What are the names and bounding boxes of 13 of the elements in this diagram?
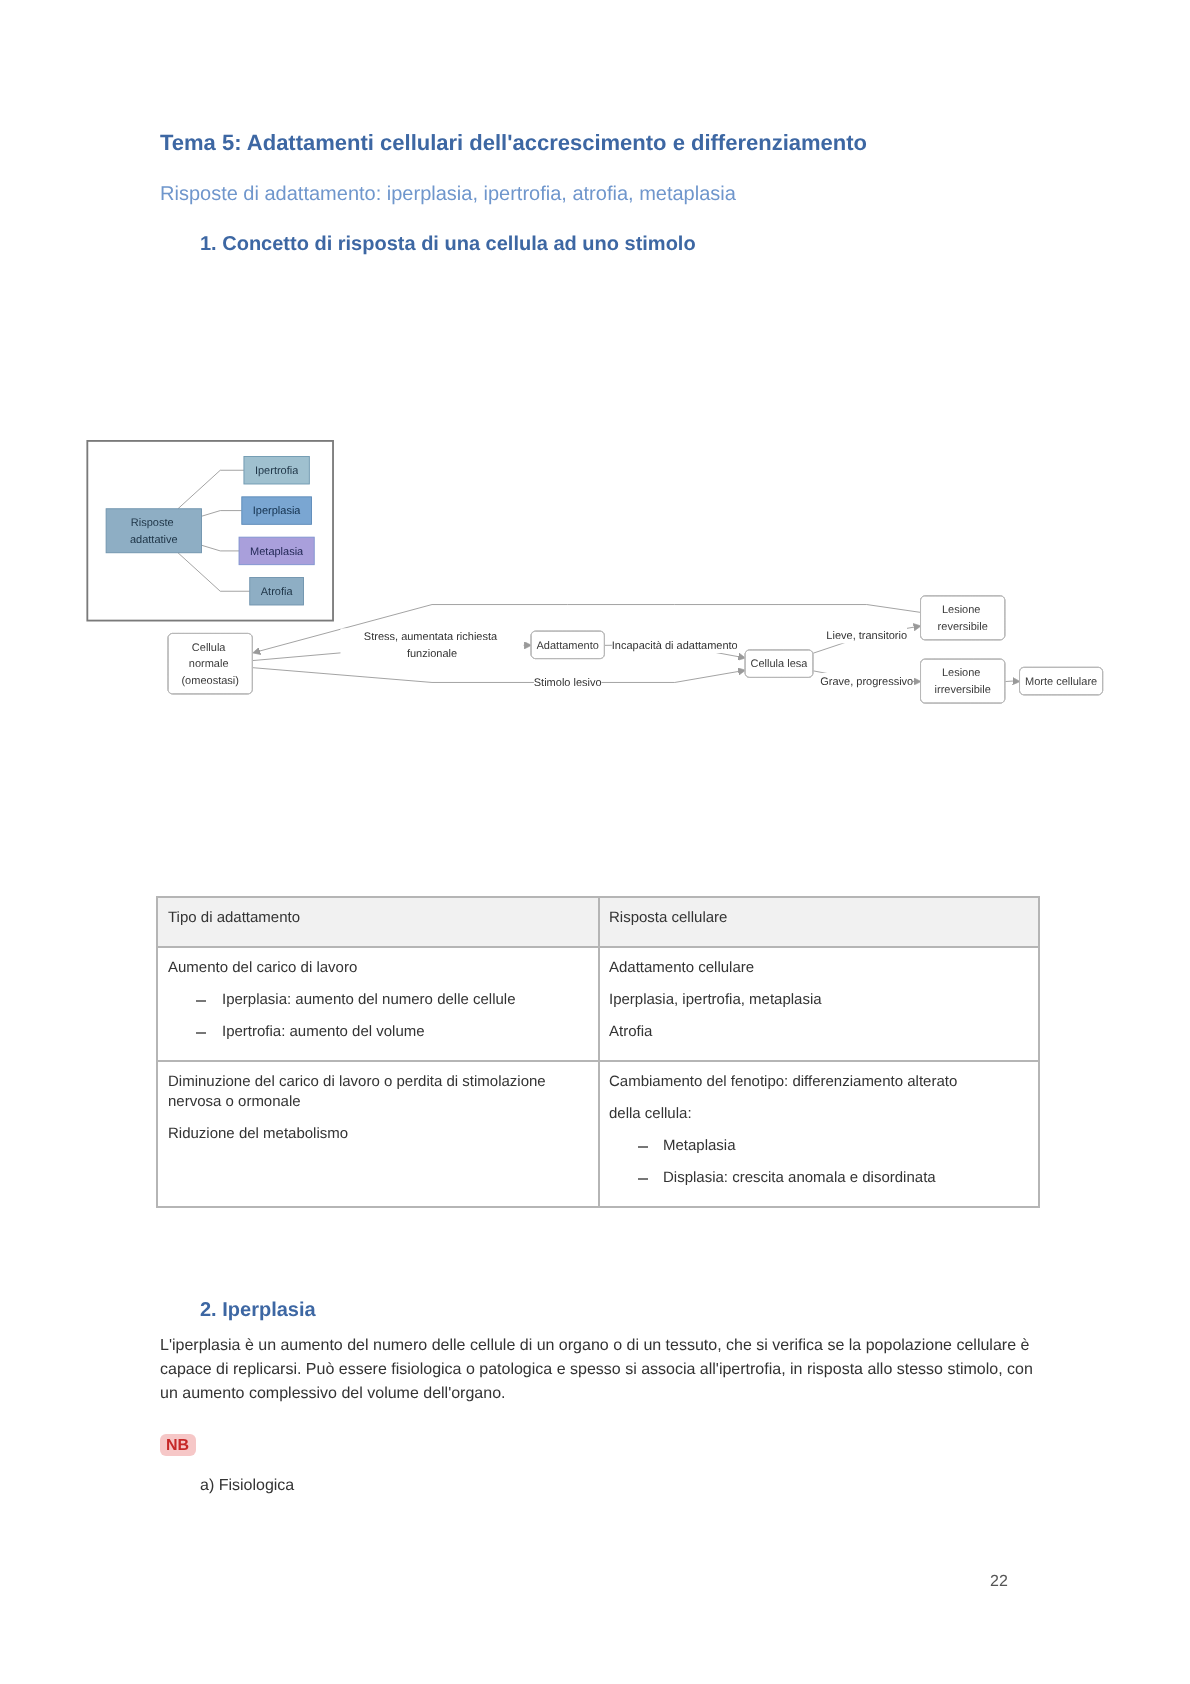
subtitle: Risposte di adattamento: iperplasia, ipertrofia, atrofia, metaplasia bbox=[160, 184, 738, 206]
connector bbox=[201, 510, 243, 517]
connector bbox=[201, 544, 240, 552]
page-number: 22 bbox=[990, 1572, 1008, 1590]
section-heading: 2. Iperplasia bbox=[200, 1300, 318, 1322]
paragraph: L'iperplasia è un aumento del numero delle cellule di un organo o di un tessuto, che si verifica se la popolazione cellulare è capace di replicarsi. Può essere fisiologica o patologica e spesso si associa all'ipertrofia, in risposta allo stesso stimolo, con un aumento complessivo del volume dell'organo. bbox=[160, 1334, 1035, 1406]
cluster bbox=[86, 440, 334, 622]
connector bbox=[177, 469, 245, 510]
page-title: Tema 5: Adattamenti cellulari dell'accrescimento e differenziamento bbox=[160, 132, 870, 156]
section-heading: 1. Concetto di risposta di una cellula ad uno stimolo bbox=[200, 234, 698, 256]
connector bbox=[177, 552, 251, 592]
note-tag: NB bbox=[160, 1434, 196, 1456]
list-item: a) Fisiologica bbox=[200, 1476, 295, 1494]
